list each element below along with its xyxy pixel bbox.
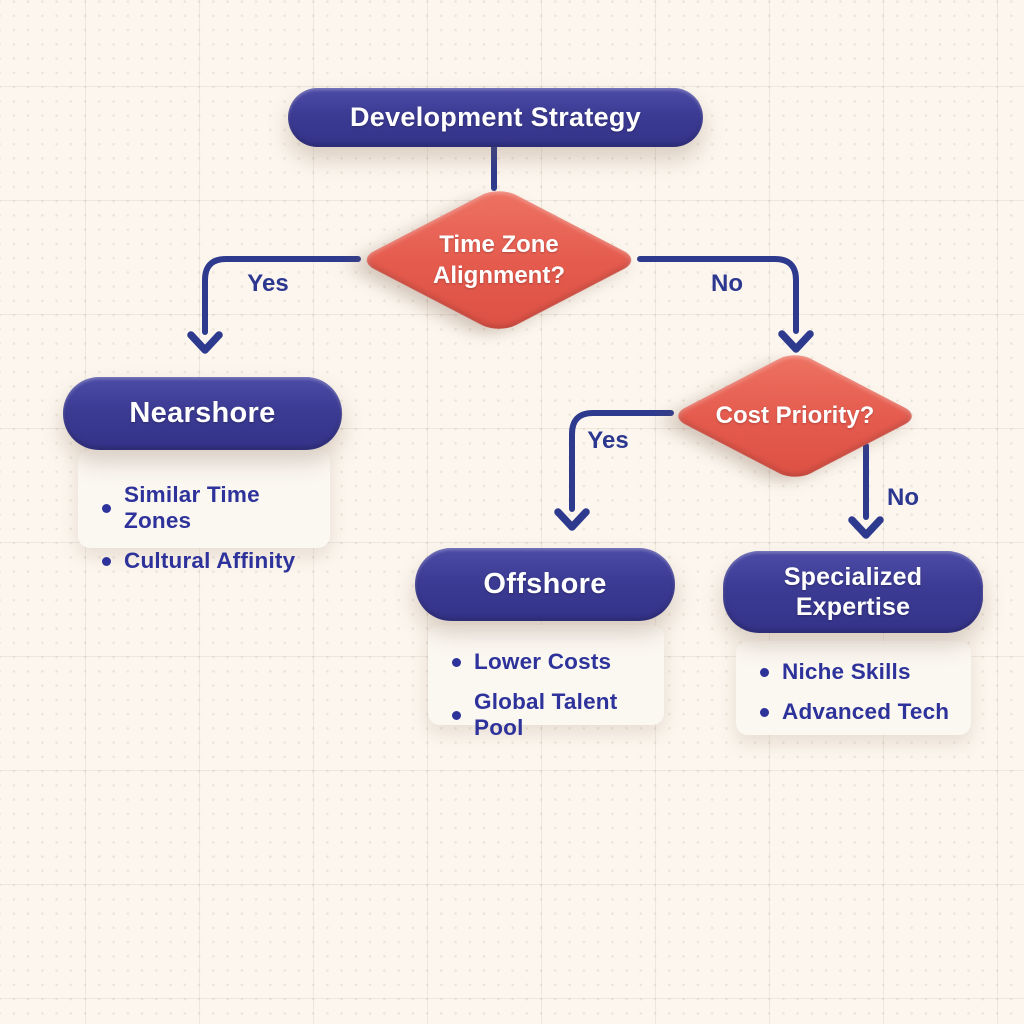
nearshore-card: Similar Time Zones Cultural Affinity [78, 450, 330, 573]
node-nearshore: Nearshore [63, 377, 342, 450]
connector-decision1-yes [202, 256, 361, 335]
list-item: Niche Skills [760, 659, 971, 685]
branch-label-no-1: No [711, 270, 743, 297]
bullet-dot-icon [760, 707, 769, 717]
node-development-strategy: Development Strategy [288, 88, 703, 147]
arrowhead-yes2-icon [554, 508, 590, 531]
arrowhead-no1-icon [778, 330, 814, 353]
connector-decision2-yes [569, 410, 674, 512]
bullet-dot-icon [102, 503, 111, 513]
node-specialized-expertise: Specialized Expertise [723, 551, 983, 633]
node-decision-time-zone: Time Zone Alignment? [356, 186, 642, 334]
offshore-card: Lower Costs Global Talent Pool [428, 625, 664, 740]
bullet-label: Cultural Affinity [124, 548, 296, 573]
bullet-dot-icon [760, 667, 769, 677]
list-item: Advanced Tech [760, 699, 971, 725]
list-item: Global Talent Pool [452, 689, 664, 741]
arrowhead-yes1-icon [187, 331, 223, 354]
bullet-dot-icon [452, 657, 461, 667]
branch-label-yes-1: Yes [247, 270, 289, 297]
bullet-label: Global Talent Pool [474, 689, 618, 740]
bullet-label: Similar Time Zones [124, 482, 260, 533]
connector-decision1-no [637, 256, 799, 334]
bullet-label: Advanced Tech [782, 699, 950, 724]
decision-label: Time Zone Alignment? [433, 230, 565, 289]
list-item: Lower Costs [452, 649, 664, 675]
bullet-label: Lower Costs [474, 649, 612, 674]
bullet-label: Niche Skills [782, 659, 911, 684]
list-item: Similar Time Zones [102, 482, 330, 534]
bullet-dot-icon [102, 556, 111, 566]
node-offshore: Offshore [415, 548, 675, 621]
bullet-dot-icon [452, 710, 461, 720]
decision-label: Cost Priority? [715, 402, 875, 430]
list-item: Cultural Affinity [102, 548, 330, 574]
arrowhead-no2-icon [848, 516, 884, 539]
branch-label-no-2: No [887, 484, 919, 511]
branch-label-yes-2: Yes [587, 427, 629, 454]
specialized-card: Niche Skills Advanced Tech [736, 641, 971, 735]
node-decision-cost-priority: Cost Priority? [669, 350, 921, 482]
